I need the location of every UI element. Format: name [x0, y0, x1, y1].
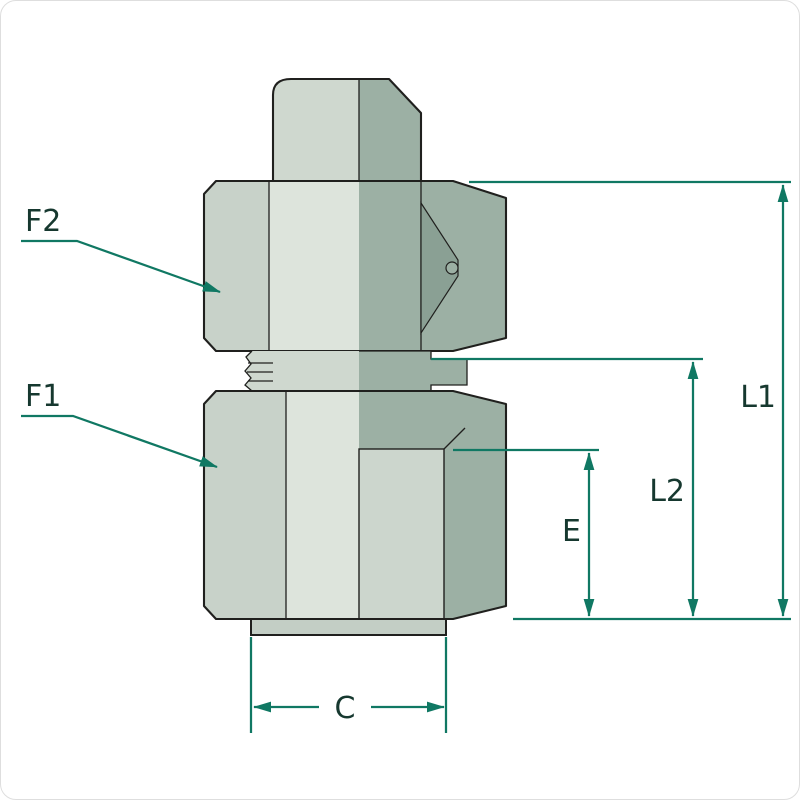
dimension-lines	[21, 180, 791, 733]
bottom-hex-front-face	[286, 391, 359, 619]
f2-leader-line	[21, 239, 221, 294]
internal-cone-seat	[420, 200, 459, 336]
top-tube-cross-section	[359, 79, 421, 181]
top-hex-outline	[202, 179, 508, 353]
label-c: C	[335, 691, 356, 726]
top-tube-body	[273, 79, 359, 181]
label-f1: F1	[25, 379, 61, 414]
label-l2: L2	[649, 474, 685, 509]
internal-bore	[358, 448, 445, 620]
bore-chamfer-line	[443, 427, 466, 450]
f1-leader-line	[21, 414, 218, 469]
top-hex-front-face	[269, 181, 359, 351]
top-tube-outline	[271, 77, 423, 181]
label-e: E	[562, 514, 581, 549]
label-f2: F2	[25, 204, 61, 239]
label-l1: L1	[740, 380, 776, 415]
cone-apex-detail	[445, 261, 459, 275]
bottom-hex-outline	[202, 389, 508, 621]
neck-cross-section	[359, 351, 467, 391]
neck-body	[245, 351, 359, 391]
dimension-labels: F2 F1 L1 L2 E C	[25, 204, 776, 726]
neck-outline	[244, 350, 253, 392]
fitting-drawing	[202, 77, 508, 636]
bottom-stub	[250, 618, 447, 636]
